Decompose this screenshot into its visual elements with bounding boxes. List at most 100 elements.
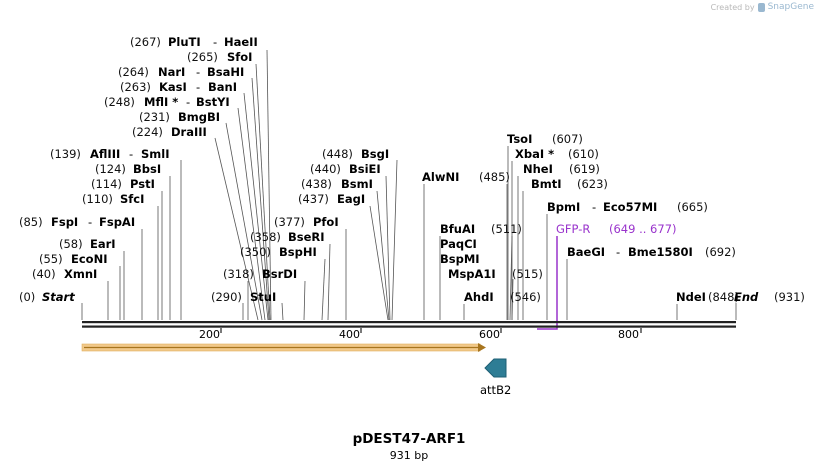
site-name-tsoi: TsoI (507, 132, 532, 146)
site-name-bsiei: BsiEI (349, 162, 381, 176)
site-name-bmti: BmtI (531, 177, 562, 191)
map-length: 931 bp (389, 449, 429, 462)
site-dash: - (186, 95, 190, 109)
site-name-kasi: KasI (159, 80, 187, 94)
site-pos-xmni: (40) (32, 267, 56, 281)
site-name-bmgbi: BmgBI (178, 110, 220, 124)
site-pos-bsiei: (440) (310, 162, 341, 176)
site-pos-bsphi: (350) (240, 245, 271, 259)
site-name-bbsi: BbsI (133, 162, 161, 176)
site-pos-pluti: (267) (130, 35, 161, 49)
site-pos-546: (546) (510, 290, 541, 304)
site-name-ndei: NdeI (676, 290, 706, 304)
site-pos-515: (515) (512, 267, 543, 281)
site-pos-bbsi: (124) (95, 162, 126, 176)
site-name-nhei: NheI (523, 162, 553, 176)
site-pos-sfci: (110) (82, 192, 113, 206)
site-name-bsahi: BsaHI (207, 65, 244, 79)
site-name-pluti: PluTI (168, 35, 201, 49)
credit-prefix: Created by (710, 2, 755, 12)
site-name-paqci: PaqCI (440, 237, 477, 251)
site-name-xmni: XmnI (64, 267, 97, 281)
site-pos-bpmi: (665) (677, 200, 708, 214)
orf-arrow (81, 343, 486, 352)
site-name-eari: EarI (90, 237, 116, 251)
site-pos-bmti: (623) (577, 177, 608, 191)
site-pos-stui: (290) (211, 290, 242, 304)
site-name-nari: NarI (158, 65, 185, 79)
end-label: End (734, 290, 759, 304)
site-name-bani: BanI (208, 80, 237, 94)
site-name-haeii: HaeII (224, 35, 258, 49)
site-dash: - (196, 65, 200, 79)
site-dash: - (196, 80, 200, 94)
end-pos: (931) (774, 290, 805, 304)
site-name-psti: PstI (130, 177, 155, 191)
site-name-bpmi: BpmI (547, 200, 580, 214)
site-pos-ndei: (848) (708, 290, 739, 304)
site-name-bfuai: BfuAI (440, 222, 475, 236)
site-pos-bsmi: (438) (301, 177, 332, 191)
site-pos-485: (485) (479, 170, 510, 184)
site-dash: - (88, 215, 92, 229)
site-name-bsgi: BsgI (361, 147, 389, 161)
site-name-mspa1i: MspA1I (448, 267, 496, 281)
site-name-baegi: BaeGI (567, 245, 605, 259)
site-dash: - (129, 147, 133, 161)
site-name-bstyi: BstYI (196, 95, 230, 109)
site-dash: - (592, 200, 596, 214)
site-pos-psti: (114) (91, 177, 122, 191)
sequence-ruler: 200 400 600 800 (82, 321, 736, 341)
start-pos: (0) (19, 290, 35, 304)
site-pos-afliii: (139) (50, 147, 81, 161)
attb2-feature: attB2 (480, 358, 511, 397)
ruler-bottom-strand (82, 325, 736, 328)
site-name-bseri: BseRI (288, 230, 325, 244)
ruler-tick-600: 600 (479, 328, 500, 341)
start-label: Start (42, 290, 75, 304)
credit-brand: SnapGene (767, 2, 814, 12)
primer-label: GFP-R (556, 222, 590, 236)
primer-gfp-r (537, 236, 558, 330)
site-name-bsphi: BspHI (279, 245, 317, 259)
site-pos-bseri: (358) (250, 230, 281, 244)
site-name-fspi: FspI (51, 215, 78, 229)
site-pos-511: (511) (491, 222, 522, 236)
primer-arrow (537, 236, 558, 330)
site-dash: - (213, 35, 217, 49)
site-pos-eari: (58) (59, 237, 83, 251)
site-name-bsmi: BsmI (341, 177, 373, 191)
snapgene-credit: Created by SnapGene (711, 2, 814, 12)
site-name-pfoi: PfoI (313, 215, 339, 229)
site-name-sfci: SfcI (120, 192, 144, 206)
site-name-eco57mi: Eco57MI (603, 200, 657, 214)
site-name-sfoi: SfoI (227, 50, 252, 64)
site-pos-sfoi: (265) (187, 50, 218, 64)
site-leader-lines (81, 49, 737, 321)
site-name-econi: EcoNI (71, 252, 107, 266)
site-pos-bsrdi: (318) (223, 267, 254, 281)
snapgene-logo-icon (757, 2, 765, 12)
site-name-bspmi: BspMI (440, 252, 480, 266)
primer-range: (649 .. 677) (609, 222, 677, 236)
site-pos-econi: (55) (39, 252, 63, 266)
site-pos-tsoi: (607) (552, 132, 583, 146)
ruler-tick-400: 400 (339, 328, 360, 341)
site-name-eagi: EagI (337, 192, 365, 206)
site-dash: - (616, 245, 620, 259)
site-pos-nari: (264) (118, 65, 149, 79)
site-name-afliii: AflIII (90, 147, 120, 161)
site-name-bme1580i: Bme1580I (628, 245, 693, 259)
site-pos-draiii: (224) (132, 125, 163, 139)
ruler-top-strand (82, 321, 736, 324)
site-name-alwni: AlwNI (422, 170, 459, 184)
site-name-stui: StuI (250, 290, 276, 304)
site-pos-fspi: (85) (19, 215, 43, 229)
site-name-ahdi: AhdI (464, 290, 494, 304)
site-name-bsrdi: BsrDI (262, 267, 297, 281)
feature-label-attb2: attB2 (480, 383, 511, 397)
site-pos-eagi: (437) (298, 192, 329, 206)
site-pos-baegi: (692) (705, 245, 736, 259)
site-name-smli: SmlI (141, 147, 170, 161)
